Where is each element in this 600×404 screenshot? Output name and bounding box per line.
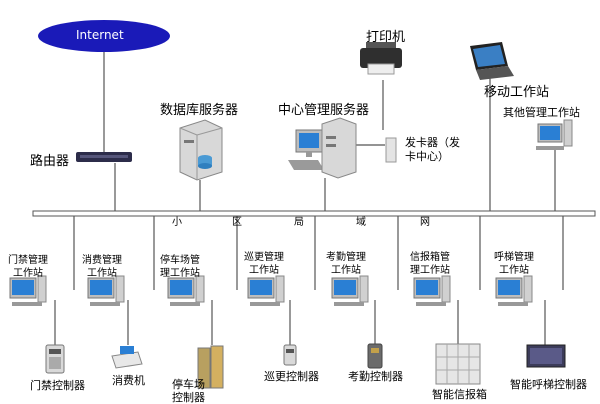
router-icon (76, 152, 132, 162)
workstation-pc-3-icon (167, 275, 205, 306)
central-server-icon (288, 117, 357, 179)
db-server-label: 数据库服务器 (160, 103, 239, 118)
other-workstation-icon (536, 119, 573, 150)
workstation-label: 门禁管理工作站 (8, 255, 48, 279)
workstation-pc-1-icon (9, 275, 47, 306)
controller-label: 巡更控制器 (264, 370, 319, 383)
workstation-label: 信报箱管理工作站 (410, 252, 450, 276)
controller-label: 考勤控制器 (348, 370, 403, 383)
laptop-icon (470, 42, 514, 80)
printer-label: 打印机 (366, 30, 406, 45)
database-server-icon (179, 119, 223, 181)
access-controller-icon (45, 344, 65, 374)
lan-char: 网 (420, 217, 430, 228)
internet-label: Internet (76, 28, 124, 42)
attendance-controller-icon (367, 343, 383, 369)
elevator-controller-icon (526, 344, 566, 368)
other-ws-label: 其他管理工作站 (503, 106, 580, 119)
workstation-pc-6-icon (413, 275, 451, 306)
workstation-pc-4-icon (247, 275, 285, 306)
lan-char: 域 (356, 217, 366, 228)
lan-char: 局 (294, 217, 304, 228)
lan-bus (32, 210, 596, 217)
printer-icon (360, 42, 402, 75)
card-issuer-label: 发卡器（发卡中心） (405, 136, 460, 163)
controller-label: 停车场控制器 (172, 378, 205, 404)
workstation-pc-7-icon (495, 275, 533, 306)
mobile-ws-label: 移动工作站 (484, 85, 550, 100)
pos-machine-icon (111, 346, 143, 369)
internet-cloud (38, 20, 170, 52)
workstation-label: 呼梯管理工作站 (494, 252, 534, 276)
mailbox-icon (435, 343, 481, 385)
workstation-pc-5-icon (331, 275, 369, 306)
controller-label: 智能信报箱 (432, 388, 487, 401)
router-label: 路由器 (30, 154, 70, 169)
patrol-controller-icon (283, 344, 297, 366)
controller-label: 消费机 (112, 374, 145, 387)
parking-controller-icon (197, 345, 224, 389)
workstation-label: 考勤管理工作站 (326, 252, 366, 276)
lan-char: 小 (172, 217, 182, 228)
lan-char: 区 (232, 217, 242, 228)
workstation-pc-2-icon (87, 275, 125, 306)
controller-label: 智能呼梯控制器 (510, 378, 587, 391)
connection-lines (54, 50, 564, 345)
card-issuer-icon (385, 137, 397, 163)
workstation-label: 消费管理工作站 (82, 255, 122, 279)
workstation-label: 巡更管理工作站 (244, 252, 284, 276)
central-server-label: 中心管理服务器 (278, 103, 370, 118)
controller-label: 门禁控制器 (30, 379, 85, 392)
workstation-label: 停车场管理工作站 (160, 255, 200, 279)
